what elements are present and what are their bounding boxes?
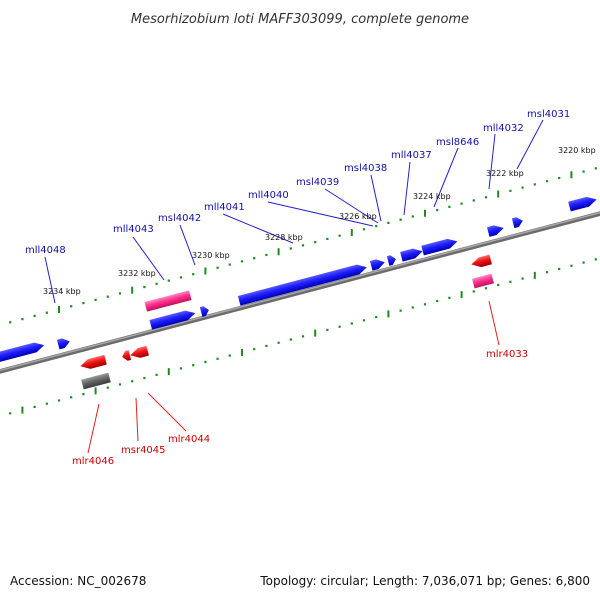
accession-label: Accession: NC_002678: [10, 574, 147, 588]
gene-msl4039[interactable]: [369, 257, 386, 271]
tick-label-3222: 3222 kbp: [486, 169, 524, 178]
gene-mll4049[interactable]: [0, 340, 45, 364]
gene-pink-plus[interactable]: [144, 290, 192, 312]
leader-plus-0: [516, 119, 544, 170]
gene-mll4037-a[interactable]: [486, 223, 505, 237]
gene-mlr4044[interactable]: [129, 345, 149, 360]
gene-label-msl4038: msl4038: [344, 163, 387, 174]
leader-minus-2: [135, 397, 139, 442]
gene-mll4041[interactable]: [237, 262, 368, 306]
gene-mlr4046[interactable]: [79, 354, 107, 371]
tick-track-plus: [9, 167, 597, 324]
gene-mll4037[interactable]: [400, 246, 424, 262]
genome-backbone-highlight: [0, 211, 600, 372]
gene-msl4031[interactable]: [568, 195, 598, 212]
gene-label-mll4048: mll4048: [25, 245, 66, 256]
gene-msl4042[interactable]: [199, 305, 210, 317]
gene-mlr4033[interactable]: [470, 254, 492, 270]
gene-mll4032[interactable]: [511, 216, 524, 229]
genes-plus-strand: [0, 195, 598, 364]
gene-label-mll4032: mll4032: [483, 123, 524, 134]
gene-label-leaders: [44, 119, 544, 454]
leader-plus-1: [488, 133, 496, 190]
gene-label-mll4040: mll4040: [248, 190, 289, 201]
leader-plus-2: [433, 147, 459, 208]
leader-plus-3: [403, 161, 411, 216]
leader-plus-5: [324, 188, 379, 224]
tick-label-3220: 3220 kbp: [558, 146, 596, 155]
leader-plus-4: [370, 174, 382, 222]
gene-mll4048[interactable]: [56, 337, 71, 350]
gene-label-msr4045: msr4045: [121, 445, 166, 456]
gene-mll4043[interactable]: [149, 308, 196, 330]
tick-label-3228: 3228 kbp: [265, 233, 303, 242]
gene-label-mll4043: mll4043: [113, 224, 154, 235]
gene-label-mlr4044: mlr4044: [168, 434, 210, 445]
leader-minus-3: [87, 403, 100, 454]
tick-label-3232: 3232 kbp: [118, 269, 156, 278]
gene-mlr4046-gray[interactable]: [81, 372, 111, 390]
tick-label-3226: 3226 kbp: [339, 212, 377, 221]
gene-label-mll4037: mll4037: [391, 150, 432, 161]
gene-mlr4033-pink[interactable]: [472, 273, 494, 289]
leader-minus-0: [488, 300, 500, 346]
leader-plus-8: [179, 224, 196, 266]
leader-plus-10: [44, 256, 56, 304]
gene-label-msl4031: msl4031: [527, 109, 570, 120]
leader-plus-9: [132, 236, 165, 281]
genes-minus-strand: [79, 254, 494, 390]
gene-label-msl8646: msl8646: [436, 137, 479, 148]
tick-track-minus: [9, 258, 597, 415]
gene-label-msl4039: msl4039: [296, 177, 339, 188]
tick-label-3230: 3230 kbp: [192, 251, 230, 260]
leader-plus-7: [222, 213, 294, 244]
genome-backbone: [0, 211, 600, 374]
gene-msl4038[interactable]: [386, 254, 397, 266]
gene-label-msl4042: msl4042: [158, 213, 201, 224]
gene-msl8646[interactable]: [421, 237, 458, 256]
map-title: Mesorhizobium loti MAFF303099, complete …: [131, 12, 469, 27]
gene-msr4045[interactable]: [121, 350, 132, 362]
gene-label-mlr4033: mlr4033: [486, 349, 528, 360]
gene-label-mlr4046: mlr4046: [72, 456, 114, 467]
genome-summary-label: Topology: circular; Length: 7,036,071 bp…: [260, 574, 590, 588]
tick-label-3234: 3234 kbp: [43, 287, 81, 296]
tick-label-3224: 3224 kbp: [413, 192, 451, 201]
gene-label-mll4041: mll4041: [204, 202, 245, 213]
leader-minus-1: [147, 392, 187, 432]
leader-plus-6: [267, 201, 374, 227]
